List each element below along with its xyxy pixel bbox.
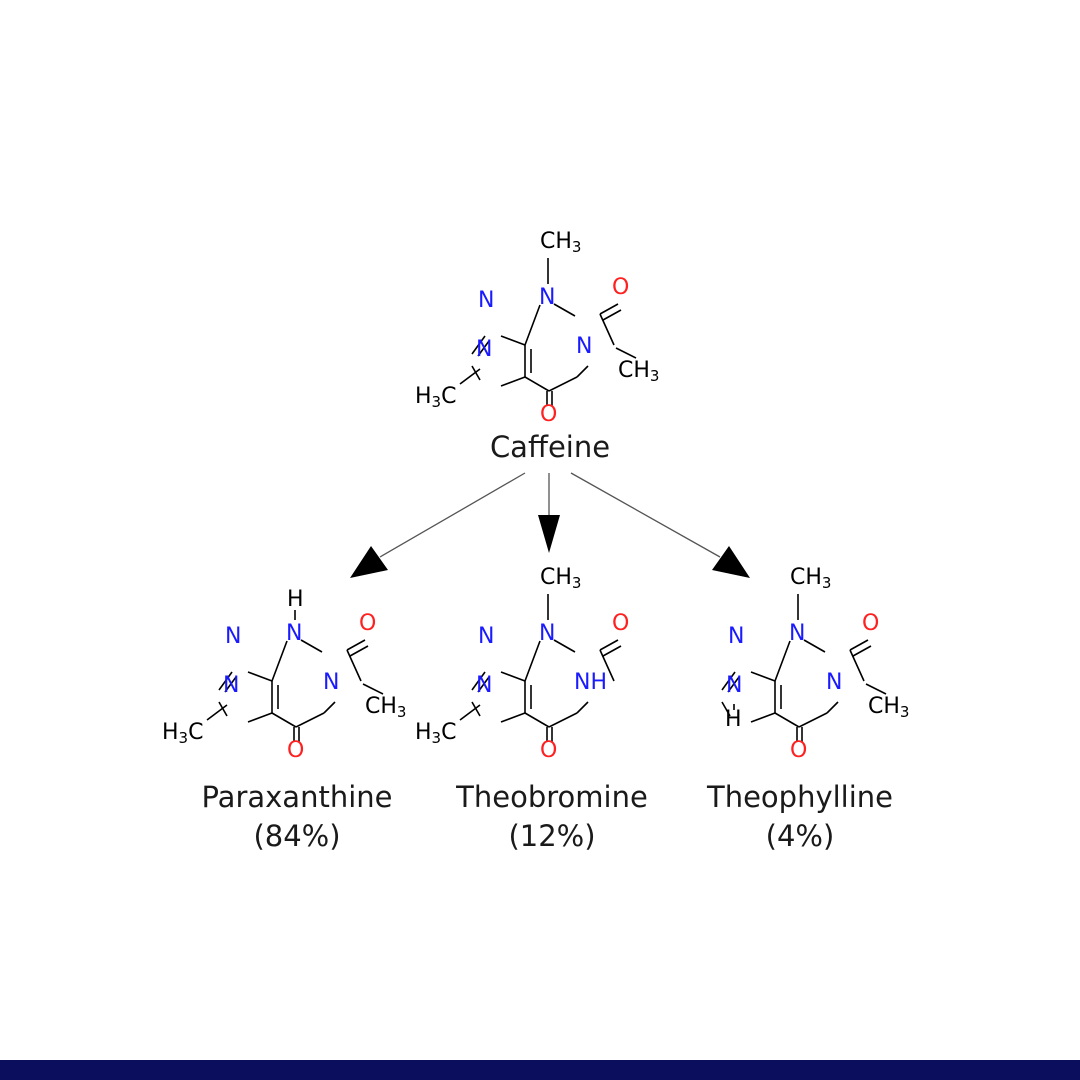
atom-n3: N — [539, 621, 555, 646]
footer-bar — [0, 1060, 1080, 1080]
methyl-n7: H — [415, 384, 432, 409]
atom-n9: N — [225, 624, 241, 649]
atom-n3: N — [539, 285, 555, 310]
atom-o6: O — [540, 738, 557, 763]
svg-text:CH3: CH3 — [540, 229, 581, 256]
methyl-n3: CH — [790, 565, 822, 590]
metabolism-arrows — [350, 472, 750, 578]
theobromine-share: (12%) — [508, 819, 595, 853]
methyl-n7: H — [415, 720, 432, 745]
atom-o2: O — [359, 611, 376, 636]
svg-text:CH3: CH3 — [618, 358, 659, 385]
atom-n9: N — [478, 288, 494, 313]
svg-text:CH3: CH3 — [790, 565, 831, 592]
paraxanthine-name: Paraxanthine — [202, 780, 393, 814]
atom-n7: N — [476, 337, 492, 362]
atom-n1h: NH — [574, 670, 607, 695]
methyl-n1: CH — [868, 694, 900, 719]
svg-text:CH3: CH3 — [365, 694, 406, 721]
hydrogen-n7: H — [725, 707, 742, 732]
caffeine-name: Caffeine — [490, 430, 610, 464]
theophylline-share: (4%) — [766, 819, 835, 853]
theobromine-name: Theobromine — [455, 780, 648, 814]
atom-n1: N — [826, 670, 842, 695]
arrow-to-paraxanthine — [379, 472, 526, 558]
methyl-n1: CH — [618, 358, 650, 383]
arrow-to-theophylline — [570, 472, 721, 558]
theobromine-structure: N N N NH O O CH3 H3C — [415, 565, 629, 763]
atom-o2: O — [862, 611, 879, 636]
atom-n7: N — [223, 673, 239, 698]
atom-o6: O — [287, 738, 304, 763]
arrowhead-theobromine — [538, 515, 560, 553]
methyl-n1: CH — [365, 694, 397, 719]
atom-o6: O — [790, 738, 807, 763]
atom-o6: O — [540, 402, 557, 427]
caffeine-structure: N N N N O O CH3 CH3 H3C — [415, 229, 659, 427]
atom-o2: O — [612, 611, 629, 636]
svg-text:CH3: CH3 — [868, 694, 909, 721]
atom-n7: N — [726, 673, 742, 698]
atom-n9: N — [728, 624, 744, 649]
atom-o2: O — [612, 275, 629, 300]
atom-n3: N — [789, 621, 805, 646]
atom-n3: N — [286, 621, 302, 646]
theophylline-name: Theophylline — [706, 780, 893, 814]
paraxanthine-share: (84%) — [253, 819, 340, 853]
svg-text:H3C: H3C — [415, 720, 456, 747]
paraxanthine-structure: N N N N O O H CH3 H3C — [162, 587, 406, 763]
atom-n9: N — [478, 624, 494, 649]
svg-text:H3C: H3C — [415, 384, 456, 411]
theophylline-structure: N N N N O O CH3 CH3 H — [721, 565, 909, 763]
svg-text:CH3: CH3 — [540, 565, 581, 592]
atom-n1: N — [323, 670, 339, 695]
arrowhead-paraxanthine — [350, 546, 388, 578]
methyl-n7: H — [162, 720, 179, 745]
atom-n7: N — [476, 673, 492, 698]
methyl-n3: CH — [540, 565, 572, 590]
hydrogen-n3: H — [287, 587, 304, 612]
atom-n1: N — [576, 334, 592, 359]
svg-text:H3C: H3C — [162, 720, 203, 747]
methyl-n3: CH — [540, 229, 572, 254]
arrowhead-theophylline — [712, 546, 750, 578]
